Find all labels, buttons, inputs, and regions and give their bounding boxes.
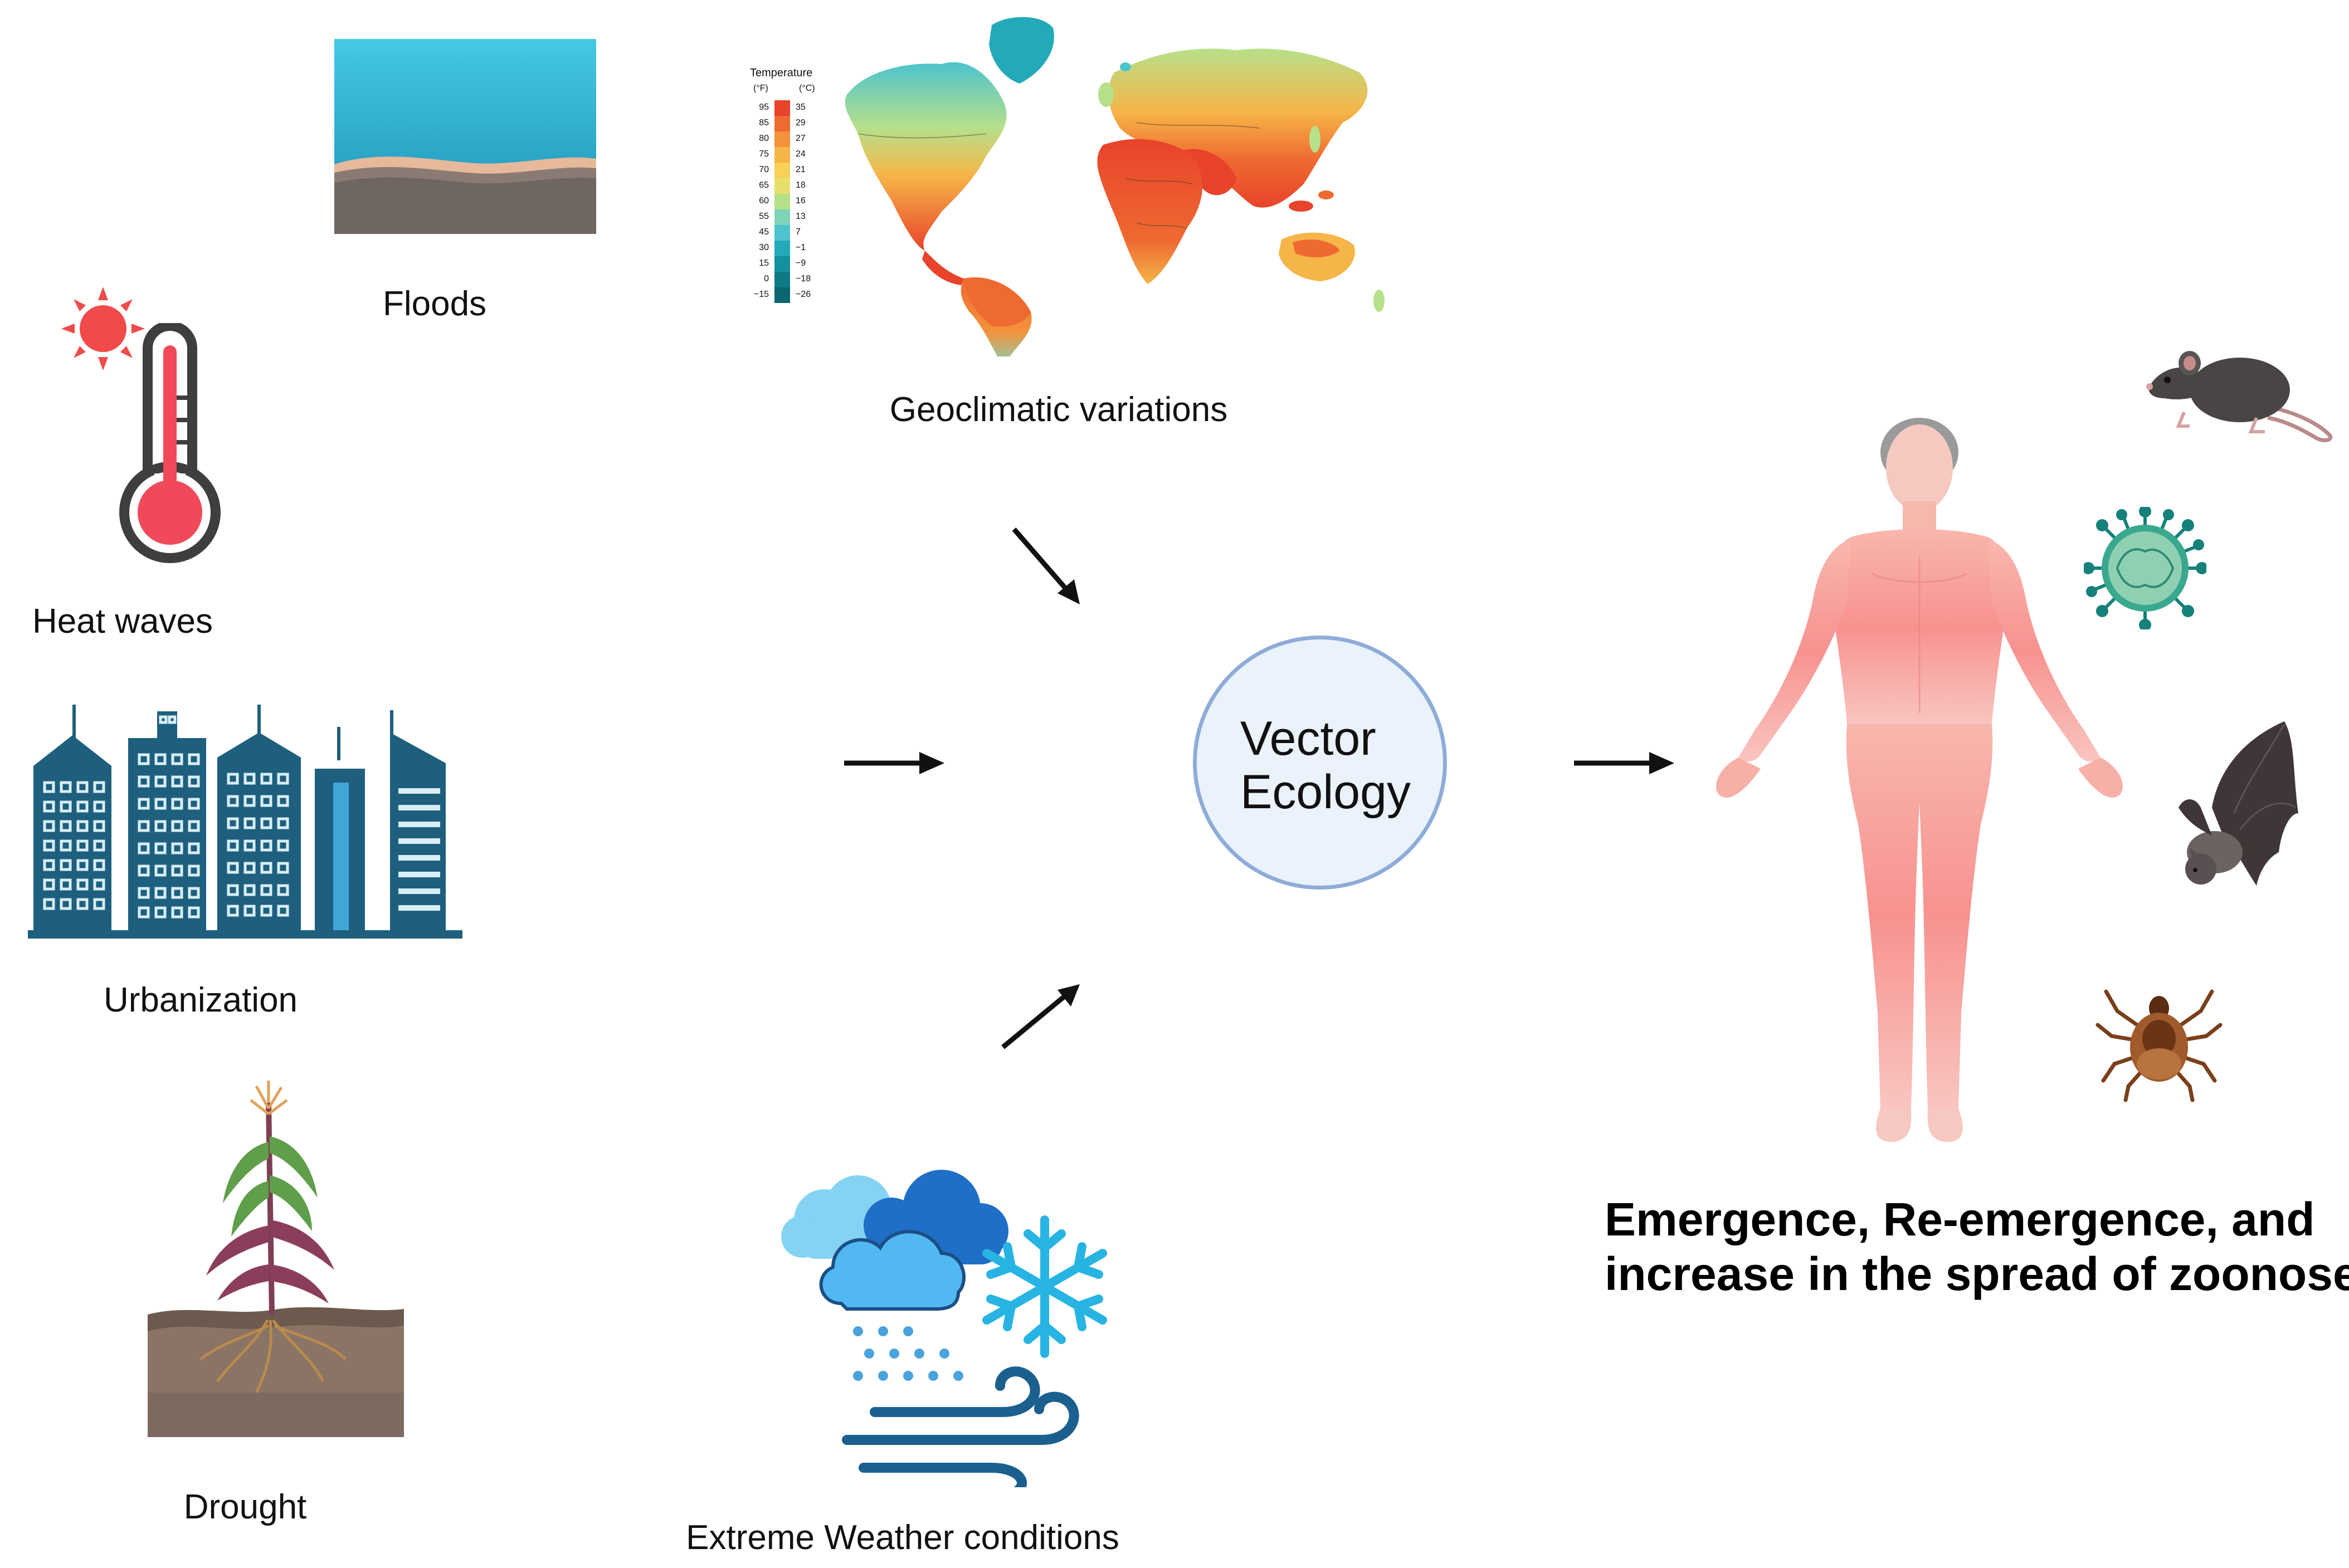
legend-swatch <box>774 241 790 256</box>
legend-f-value: 70 <box>759 165 769 174</box>
legend-title: Temperature <box>750 67 813 79</box>
legend-f-value: 30 <box>759 243 769 252</box>
legend-c-value: 27 <box>796 134 806 143</box>
legend-swatch <box>774 272 790 287</box>
arrow-from-geoclimatic <box>1008 524 1086 613</box>
legend-swatch <box>774 116 790 131</box>
conclusion-line-2: increase in the spread of zoonoses <box>1605 1248 2349 1300</box>
legend-swatch <box>774 178 790 194</box>
legend-f-value: 75 <box>759 149 769 159</box>
legend-c-value: 35 <box>796 102 806 112</box>
heat-waves-label: Heat waves <box>32 602 213 641</box>
drought-label: Drought <box>183 1488 307 1526</box>
legend-swatch <box>774 163 790 178</box>
floods-label: Floods <box>382 285 487 323</box>
thermometer-icon <box>114 323 226 568</box>
sun-icon <box>61 287 145 370</box>
legend-swatch <box>774 256 790 272</box>
weather-icon <box>780 1164 1125 1487</box>
legend-c-value: −9 <box>796 258 806 268</box>
legend-c-value: 16 <box>796 196 806 206</box>
flood-icon <box>334 39 596 234</box>
extreme-weather-label: Extreme Weather conditions <box>686 1518 1119 1557</box>
legend-c-value: 18 <box>796 180 806 190</box>
legend-f-value: 60 <box>759 196 769 206</box>
arrow-from-weather <box>997 978 1086 1056</box>
urbanization-label: Urbanization <box>103 981 298 1019</box>
bat-icon <box>2167 719 2301 897</box>
vector-ecology-circle: Vector Ecology <box>1193 636 1447 890</box>
legend-c-value: 29 <box>796 118 806 128</box>
legend-unit-c: (°C) <box>799 84 815 93</box>
legend-swatch <box>774 209 790 225</box>
legend-f-value: 65 <box>759 180 769 190</box>
rat-icon <box>2140 329 2340 446</box>
city-icon <box>28 705 462 939</box>
legend-swatch <box>774 194 790 209</box>
vector-ecology-text: Vector Ecology <box>1240 712 1411 819</box>
arrow-from-left <box>841 746 947 780</box>
conclusion-text: Emergence, Re-emergence, and increase in… <box>1605 1192 2349 1301</box>
legend-swatch <box>774 131 790 147</box>
center-line-1: Vector <box>1240 712 1376 765</box>
geoclimatic-label: Geoclimatic variations <box>889 390 1228 429</box>
world-map-icon <box>825 11 1398 356</box>
legend-f-value: 0 <box>764 274 769 284</box>
center-line-2: Ecology <box>1240 765 1411 819</box>
legend-f-value: 85 <box>759 118 769 128</box>
legend-c-value: −1 <box>796 243 806 252</box>
tick-icon <box>2095 980 2223 1103</box>
legend-swatch <box>774 287 790 303</box>
arrow-to-human <box>1571 746 1677 780</box>
legend-c-value: 7 <box>796 227 801 237</box>
virus-icon <box>2084 507 2206 629</box>
legend-unit-f: (°F) <box>753 84 768 93</box>
legend-c-value: 21 <box>796 165 806 174</box>
legend-swatch <box>774 147 790 163</box>
legend-swatch <box>774 225 790 241</box>
legend-c-value: −26 <box>796 290 811 299</box>
legend-swatch <box>774 100 790 116</box>
legend-c-value: 13 <box>796 212 806 221</box>
legend-f-value: 80 <box>759 134 769 143</box>
legend-f-value: 55 <box>759 212 769 221</box>
legend-f-value: 95 <box>759 102 769 112</box>
human-body-icon <box>1705 412 2134 1170</box>
corn-plant-icon <box>145 1081 407 1443</box>
legend-c-value: −18 <box>796 274 811 284</box>
conclusion-line-1: Emergence, Re-emergence, and <box>1605 1193 2315 1245</box>
legend-c-value: 24 <box>796 149 806 159</box>
legend-f-value: 45 <box>759 227 769 237</box>
legend-f-value: −15 <box>753 290 769 299</box>
legend-f-value: 15 <box>759 258 769 268</box>
